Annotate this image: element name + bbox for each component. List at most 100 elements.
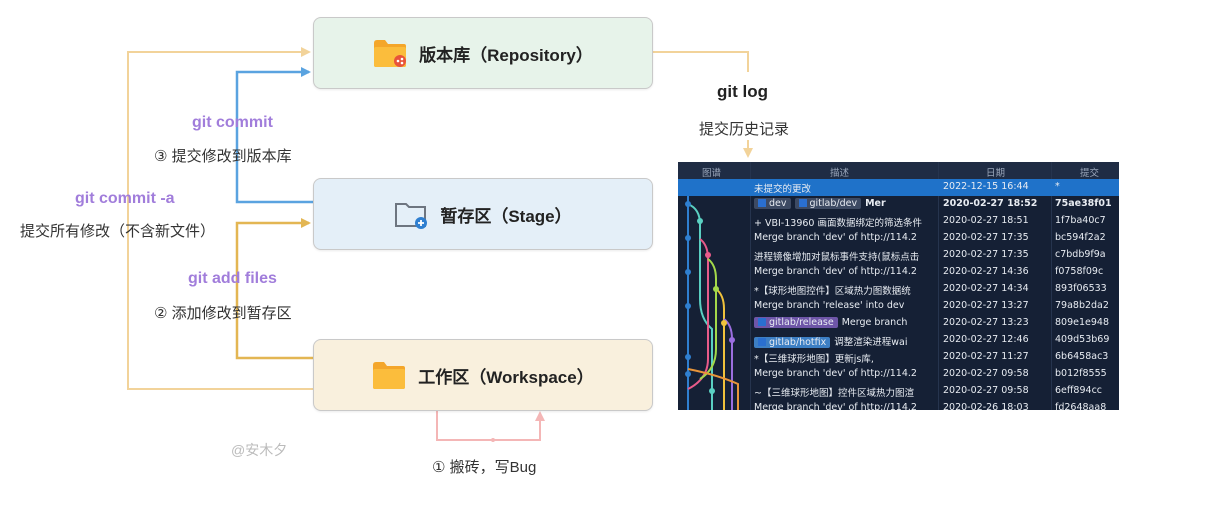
col-desc: 描述 [830, 168, 850, 179]
log-desc-text: 调整渲染进程wai [834, 337, 908, 348]
log-row[interactable]: ~【三维球形地图】控件区域热力图渲 2020-02-27 09:58 6eff894… [678, 383, 1119, 400]
log-date: 2020-02-27 09:58 [943, 368, 1029, 379]
git-commit-label: git commit [192, 114, 273, 131]
log-date: 2020-02-26 18:03 [943, 402, 1029, 410]
workspace-label: 工作区（Workspace） [418, 367, 594, 387]
log-row[interactable]: Merge branch 'dev' of http://114.2 2020-0… [678, 400, 1119, 410]
log-hash: 893f06533 [1055, 283, 1107, 294]
branch-icon [758, 338, 766, 346]
arrow-commit-all [127, 47, 313, 390]
log-date: 2020-02-27 13:27 [943, 300, 1029, 311]
log-desc: 未提交的更改 [754, 181, 934, 195]
col-hash: 提交 [1080, 168, 1100, 179]
col-date: 日期 [986, 168, 1006, 179]
log-hash: 1f7ba40c7 [1055, 215, 1106, 226]
watermark: @安木夕 [231, 442, 288, 458]
log-date: 2020-02-27 09:58 [943, 385, 1029, 396]
work-step-label: ① 搬砖，写Bug [432, 459, 537, 476]
log-desc: Merge branch 'dev' of http://114.2 [754, 368, 934, 379]
log-row[interactable]: Merge branch 'release' into dev 2020-02-2… [678, 298, 1119, 315]
repository-label: 版本库（Repository） [419, 45, 593, 65]
log-date: 2020-02-27 17:35 [943, 232, 1029, 243]
log-date: 2020-02-27 14:36 [943, 266, 1029, 277]
log-hash: 6eff894cc [1055, 385, 1103, 396]
workspace-box: 工作区（Workspace） [313, 339, 653, 411]
arrow-log [651, 51, 749, 72]
branch-tag: gitlab/release [754, 317, 838, 328]
log-row[interactable]: + VBI-13960 画面数据绑定的筛选条件 2020-02-27 18:51 1… [678, 213, 1119, 230]
folder-icon [372, 360, 406, 390]
log-hash: * [1055, 181, 1060, 192]
log-hash: 6b6458ac3 [1055, 351, 1109, 362]
branch-name: gitlab/hotfix [769, 337, 827, 348]
log-desc-text: Merge branch 'dev' of http://114.2 [754, 266, 917, 277]
log-hash: fd2648aa8 [1055, 402, 1107, 410]
branch-icon [758, 199, 766, 207]
log-row[interactable]: *【球形地图控件】区域热力图数据统 2020-02-27 14:34 893f065… [678, 281, 1119, 298]
log-desc-text: Mer [865, 198, 886, 209]
log-desc: 进程镜像增加对鼠标事件支持(鼠标点击 [754, 249, 934, 263]
log-desc-text: Merge branch 'release' into dev [754, 300, 905, 311]
commit-graph [683, 182, 739, 410]
log-desc-text: Merge branch [841, 317, 908, 328]
log-hash: 79a8b2da2 [1055, 300, 1109, 311]
log-desc-text: ~【三维球形地图】控件区域热力图渲 [754, 388, 914, 399]
log-hash: b012f8555 [1055, 368, 1107, 379]
branch-tag: gitlab/dev [794, 198, 862, 209]
add-step-label: ② 添加修改到暂存区 [154, 305, 292, 322]
log-desc-text: Merge branch 'dev' of http://114.2 [754, 232, 917, 243]
branch-tag: dev [754, 198, 791, 209]
git-log-label: git log [717, 82, 768, 101]
branch-icon [758, 318, 766, 326]
log-hash: bc594f2a2 [1055, 232, 1106, 243]
log-row[interactable]: *【三维球形地图】更新js库, 2020-02-27 11:27 6b6458ac3 [678, 349, 1119, 366]
log-date: 2020-02-27 13:23 [943, 317, 1029, 328]
commit-step-label: ③ 提交修改到版本库 [154, 148, 292, 165]
git-add-label: git add files [188, 270, 277, 287]
log-desc: Merge branch 'dev' of http://114.2 [754, 266, 934, 277]
col-separator [938, 162, 939, 410]
log-desc: Merge branch 'dev' of http://114.2 [754, 232, 934, 243]
branch-name: gitlab/dev [809, 198, 858, 209]
log-desc: *【球形地图控件】区域热力图数据统 [754, 283, 934, 297]
log-desc: Merge branch 'release' into dev [754, 300, 934, 311]
log-desc-text: + VBI-13960 画面数据绑定的筛选条件 [754, 218, 922, 229]
log-desc: gitlab/hotfix 调整渲染进程wai [754, 334, 934, 348]
repository-box: 版本库（Repository） [313, 17, 653, 89]
log-date: 2020-02-27 11:27 [943, 351, 1029, 362]
col-separator [750, 162, 751, 410]
arrow-commit [235, 67, 313, 204]
log-row[interactable]: Merge branch 'dev' of http://114.2 2020-0… [678, 366, 1119, 383]
log-row[interactable]: Merge branch 'dev' of http://114.2 2020-0… [678, 230, 1119, 247]
log-desc: *【三维球形地图】更新js库, [754, 351, 934, 365]
log-row[interactable]: Merge branch 'dev' of http://114.2 2020-0… [678, 264, 1119, 281]
log-hash: f0758f09c [1055, 266, 1104, 277]
log-desc-text: 进程镜像增加对鼠标事件支持(鼠标点击 [754, 252, 920, 263]
log-date: 2020-02-27 18:52 [943, 198, 1038, 209]
folder-share-icon [373, 38, 407, 68]
log-row[interactable]: gitlab/release Merge branch 2020-02-27 13:… [678, 315, 1119, 332]
log-desc: dev gitlab/dev Mer [754, 198, 934, 209]
log-header: 图谱 描述 日期 提交 [678, 162, 1119, 179]
folder-add-icon [394, 199, 428, 229]
log-date: 2020-02-27 12:46 [943, 334, 1029, 345]
log-date: 2020-02-27 14:34 [943, 283, 1029, 294]
log-desc: Merge branch 'dev' of http://114.2 [754, 402, 934, 410]
log-desc: + VBI-13960 画面数据绑定的筛选条件 [754, 215, 934, 229]
branch-name: gitlab/release [769, 317, 834, 328]
arrow-add [235, 218, 313, 360]
log-date: 2020-02-27 18:51 [943, 215, 1029, 226]
stage-label: 暂存区（Stage） [440, 206, 572, 226]
branch-tag: gitlab/hotfix [754, 337, 831, 348]
log-desc-text: *【球形地图控件】区域热力图数据统 [754, 286, 911, 297]
history-label: 提交历史记录 [699, 121, 790, 138]
log-desc-text: Merge branch 'dev' of http://114.2 [754, 368, 917, 379]
log-desc-text: 未提交的更改 [754, 184, 812, 195]
